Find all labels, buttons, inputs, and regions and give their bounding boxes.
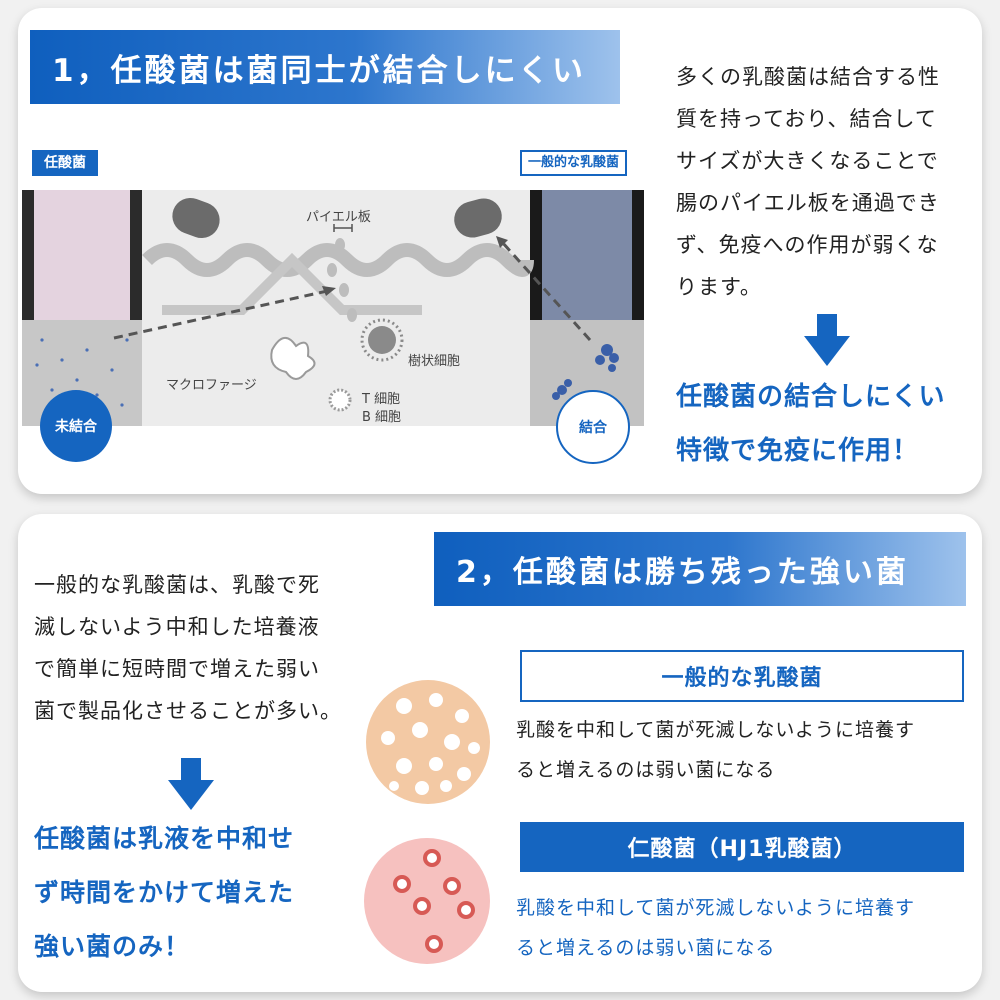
description-line: サイズが大きくなることで [676, 149, 939, 173]
general-lactic-box: 一般的な乳酸菌 [520, 650, 964, 702]
description-line: 滅しないよう中和した培養液 [34, 615, 320, 639]
rensankin-tag: 任酸菌 [32, 150, 98, 176]
hj1-lactic-box: 仁酸菌（HJ1乳酸菌） [520, 822, 964, 872]
section2-conclusion: 任酸菌は乳液を中和せ ず時間をかけて増えた 強い菌のみ！ [34, 812, 374, 974]
conclusion-line: 特徴で免疫に作用！ [676, 436, 920, 466]
general-lactic-tag: 一般的な乳酸菌 [520, 150, 628, 176]
peyer-patch-diagram [22, 190, 644, 426]
immune-illustration: パイエル板 樹状細胞 マクロファージ T 細胞 B 細胞 [22, 190, 644, 426]
conclusion-line: 任酸菌は乳液を中和せ [34, 824, 295, 853]
description-line: 菌で製品化させることが多い。 [34, 699, 342, 723]
section2-title: 2，任酸菌は勝ち残った強い菌 [434, 532, 966, 606]
section2-description: 一般的な乳酸菌は、乳酸で死 滅しないよう中和した培養液 で簡単に短時間で増えた弱… [34, 564, 374, 732]
text-line: ると増えるのは弱い菌になる [516, 759, 776, 781]
text-line: 乳酸を中和して菌が死滅しないように培養す [516, 719, 916, 741]
macrophage-label: マクロファージ [166, 378, 257, 393]
down-arrow-icon [168, 758, 214, 810]
description-line: で簡単に短時間で増えた弱い [34, 657, 320, 681]
description-line: 腸のパイエル板を通過でき [676, 191, 940, 215]
hj1-lactic-text: 乳酸を中和して菌が死滅しないように培養す ると増えるのは弱い菌になる [516, 888, 976, 968]
conclusion-line: 強い菌のみ！ [34, 932, 191, 961]
description-line: ず、免疫への作用が弱くな [676, 233, 939, 257]
description-line: ります。 [676, 275, 762, 299]
section1-description: 多くの乳酸菌は結合する性 質を持っており、結合して サイズが大きくなることで 腸… [676, 56, 986, 308]
conclusion-line: 任酸菌の結合しにくい [676, 382, 946, 412]
text-line: ると増えるのは弱い菌になる [516, 937, 776, 959]
section1-card: 1，任酸菌は菌同士が結合しにくい [18, 8, 982, 494]
dendritic-cell-label: 樹状細胞 [408, 354, 461, 369]
t-cell-label: T 細胞 [362, 392, 401, 407]
bacteria-dish-icon [364, 838, 490, 964]
description-line: 質を持っており、結合して [676, 107, 937, 131]
b-cell-label: B 細胞 [362, 410, 402, 425]
section1-title: 1，任酸菌は菌同士が結合しにくい [30, 30, 620, 104]
unbound-badge: 未結合 [40, 390, 112, 462]
text-line: 乳酸を中和して菌が死滅しないように培養す [516, 897, 916, 919]
bacteria-dish-icon [366, 680, 490, 804]
section1-conclusion: 任酸菌の結合しにくい 特徴で免疫に作用！ [676, 370, 996, 478]
bound-badge: 結合 [556, 390, 630, 464]
description-line: 一般的な乳酸菌は、乳酸で死 [34, 573, 320, 597]
section2-card: 2，任酸菌は勝ち残った強い菌 一般的な乳酸菌は、乳酸で死 滅しないよう中和した培… [18, 514, 982, 992]
down-arrow-icon [804, 314, 850, 366]
peyer-patch-label: パイエル板 [306, 210, 371, 225]
description-line: 多くの乳酸菌は結合する性 [676, 65, 940, 89]
general-lactic-text: 乳酸を中和して菌が死滅しないように培養す ると増えるのは弱い菌になる [516, 710, 976, 790]
conclusion-line: ず時間をかけて増えた [34, 878, 295, 907]
